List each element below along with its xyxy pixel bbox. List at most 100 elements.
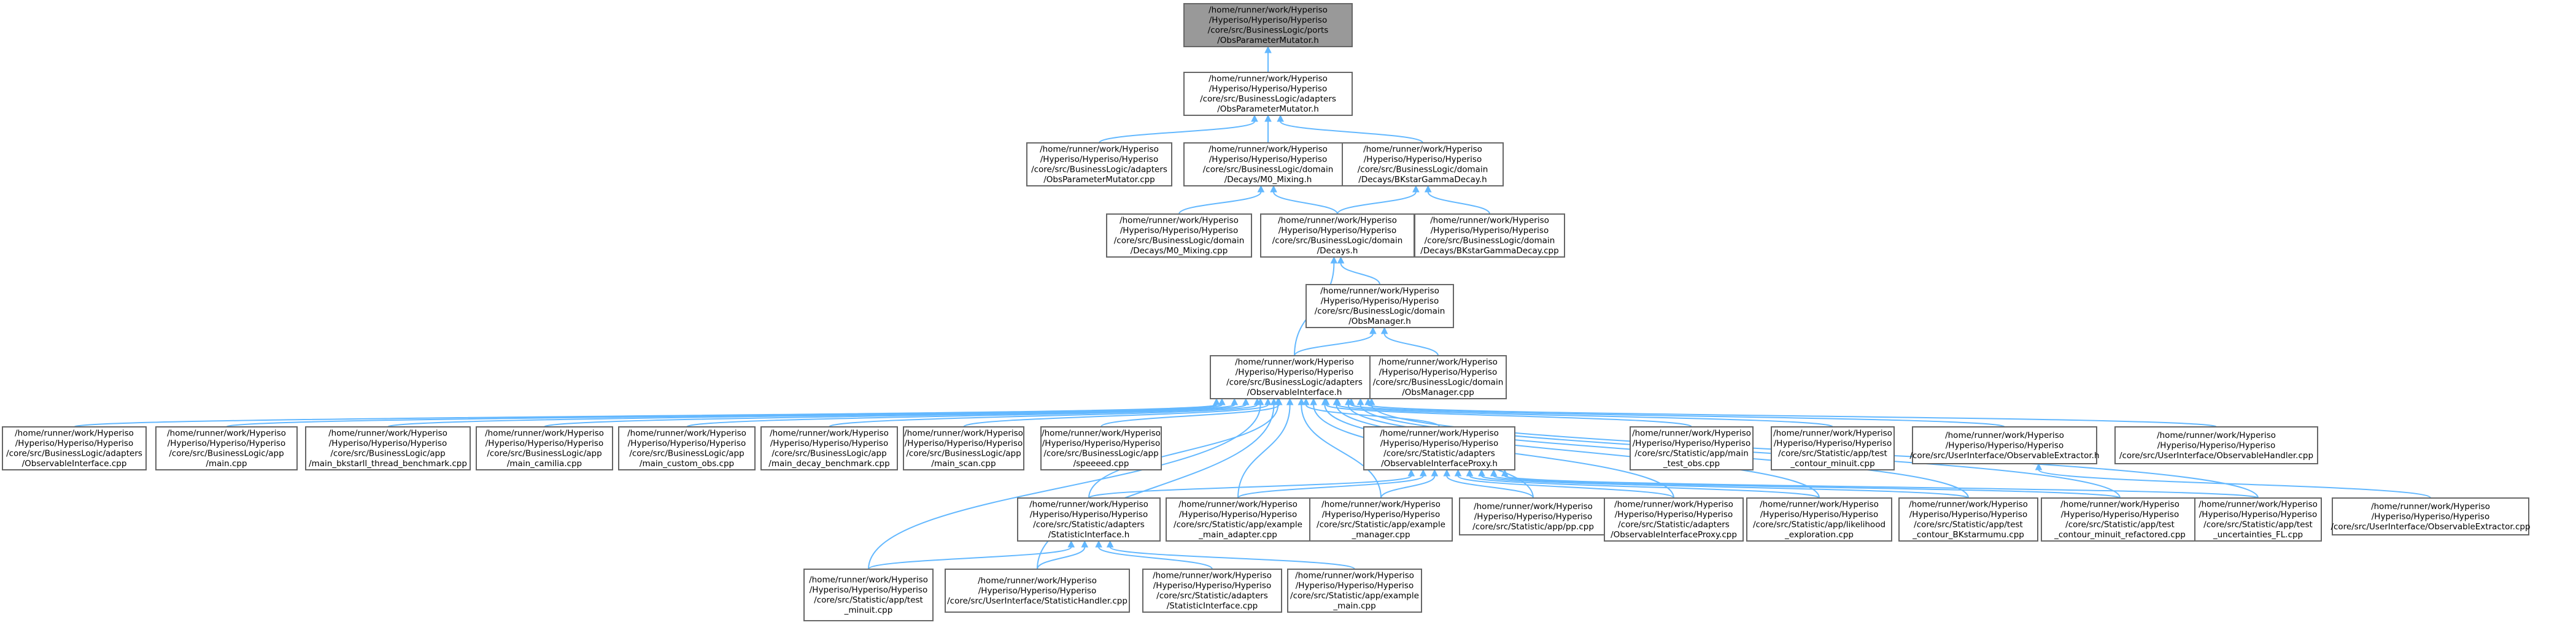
node-label-line: /home/runner/work/Hyperiso xyxy=(1614,500,1733,510)
node-label-line: /speeeed.cpp xyxy=(1073,459,1129,469)
node-label-line: /home/runner/work/Hyperiso xyxy=(1474,502,1593,512)
edge-arrowhead xyxy=(1277,114,1284,122)
file-node[interactable]: /home/runner/work/Hyperiso/Hyperiso/Hype… xyxy=(1210,355,1379,399)
file-node[interactable]: /home/runner/work/Hyperiso/Hyperiso/Hype… xyxy=(1342,142,1504,186)
node-label-line: /home/runner/work/Hyperiso xyxy=(2199,500,2318,510)
file-node[interactable]: /home/runner/work/Hyperiso/Hyperiso/Hype… xyxy=(618,426,756,470)
file-node[interactable]: /home/runner/work/Hyperiso/Hyperiso/Hype… xyxy=(1363,426,1515,470)
node-label-line: /Hyperiso/Hyperiso/Hyperiso xyxy=(1633,439,1750,448)
node-label-line: /ObsParameterMutator.h xyxy=(1217,36,1319,45)
node-label-line: /core/src/Statistic/app/test xyxy=(814,596,923,605)
file-node[interactable]: /home/runner/work/Hyperiso/Hyperiso/Hype… xyxy=(1040,426,1162,470)
file-node[interactable]: /home/runner/work/Hyperiso/Hyperiso/Hype… xyxy=(305,426,471,470)
file-node[interactable]: /home/runner/work/Hyperiso/Hyperiso/Hype… xyxy=(803,569,934,621)
dependency-edge xyxy=(1380,326,1439,356)
node-label-line: /Hyperiso/Hyperiso/Hyperiso xyxy=(1209,84,1327,94)
node-box xyxy=(1210,355,1379,399)
edge-line xyxy=(686,404,1247,428)
node-label-line: /core/src/BusinessLogic/app xyxy=(487,449,601,459)
edge-arrowhead xyxy=(1257,185,1265,193)
file-node[interactable]: /home/runner/work/Hyperiso/Hyperiso/Hype… xyxy=(1771,426,1895,470)
dependency-edge xyxy=(1270,185,1338,215)
file-node[interactable]: /home/runner/work/Hyperiso/Hyperiso/Hype… xyxy=(1106,213,1252,258)
node-label-line: /ObservableInterface.h xyxy=(1247,388,1342,397)
dependency-edge xyxy=(1424,185,1490,215)
file-node[interactable]: /home/runner/work/Hyperiso/Hyperiso/Hype… xyxy=(1026,142,1172,186)
file-node[interactable]: /home/runner/work/Hyperiso/Hyperiso/Hype… xyxy=(903,426,1024,470)
node-label-line: /home/runner/work/Hyperiso xyxy=(167,429,286,439)
file-node[interactable]: /home/runner/work/Hyperiso/Hyperiso/Hype… xyxy=(1183,72,1353,116)
node-box xyxy=(1342,142,1504,186)
file-node[interactable]: /home/runner/work/Hyperiso/Hyperiso/Hype… xyxy=(1183,142,1353,186)
node-label-line: /home/runner/work/Hyperiso xyxy=(1209,6,1328,15)
file-node[interactable]: /home/runner/work/Hyperiso/Hyperiso/Hype… xyxy=(1287,569,1422,613)
node-label-line: _contour_minuit.cpp xyxy=(1790,459,1874,469)
node-label-line: /Hyperiso/Hyperiso/Hyperiso xyxy=(1321,296,1439,306)
node-label-line: /Hyperiso/Hyperiso/Hyperiso xyxy=(1322,510,1440,520)
edge-arrowhead xyxy=(1466,469,1474,477)
dependency-edge xyxy=(1099,114,1258,144)
node-label-line: /Hyperiso/Hyperiso/Hyperiso xyxy=(329,439,447,448)
root-file-node[interactable]: /home/runner/work/Hyperiso/Hyperiso/Hype… xyxy=(1183,3,1353,47)
file-node[interactable]: /home/runner/work/Hyperiso/Hyperiso/Hype… xyxy=(1909,426,2100,464)
file-node[interactable]: /home/runner/work/Hyperiso/Hyperiso/Hype… xyxy=(1142,569,1282,613)
node-box xyxy=(1630,426,1754,470)
node-label-line: /Hyperiso/Hyperiso/Hyperiso xyxy=(978,586,1096,596)
edge-line xyxy=(387,404,1223,428)
node-box xyxy=(1260,213,1415,258)
node-label-line: /home/runner/work/Hyperiso xyxy=(328,429,447,439)
file-node[interactable]: /home/runner/work/Hyperiso/Hyperiso/Hype… xyxy=(1260,213,1415,258)
node-box xyxy=(1142,569,1282,613)
edge-line xyxy=(1427,191,1490,215)
node-label-line: /home/runner/work/Hyperiso xyxy=(1632,429,1751,439)
file-node[interactable]: /home/runner/work/Hyperiso/Hyperiso/Hype… xyxy=(1369,355,1507,399)
edge-line xyxy=(1340,263,1380,285)
node-label-line: /home/runner/work/Hyperiso xyxy=(1120,216,1239,226)
node-label-line: /home/runner/work/Hyperiso xyxy=(1295,571,1414,581)
node-label-line: /Hyperiso/Hyperiso/Hyperiso xyxy=(1120,226,1238,236)
edge-line xyxy=(1457,475,1674,499)
node-label-line: /home/runner/work/Hyperiso xyxy=(1430,216,1549,226)
edge-arrowhead xyxy=(1419,469,1427,477)
file-node[interactable]: /home/runner/work/Hyperiso/Hyperiso/Hype… xyxy=(2114,426,2318,464)
file-node[interactable]: /home/runner/work/Hyperiso/Hyperiso/Hype… xyxy=(2041,497,2199,542)
dependency-edge xyxy=(1106,540,1355,570)
node-box xyxy=(1898,497,2038,542)
file-node[interactable]: /home/runner/work/Hyperiso/Hyperiso/Hype… xyxy=(1309,497,1453,542)
file-node[interactable]: /home/runner/work/Hyperiso/Hyperiso/Hype… xyxy=(760,426,898,470)
file-node[interactable]: /home/runner/work/Hyperiso/Hyperiso/Hype… xyxy=(1459,497,1607,535)
edge-line xyxy=(1294,333,1374,356)
file-node[interactable]: /home/runner/work/Hyperiso/Hyperiso/Hype… xyxy=(1630,426,1754,470)
node-label-line: /core/src/Statistic/app/example xyxy=(1290,591,1419,601)
node-label-line: /home/runner/work/Hyperiso xyxy=(1379,358,1498,367)
file-node[interactable]: /home/runner/work/Hyperiso/Hyperiso/Hype… xyxy=(2330,497,2531,535)
edge-line xyxy=(544,404,1236,428)
file-node[interactable]: /home/runner/work/Hyperiso/Hyperiso/Hype… xyxy=(1166,497,1310,542)
dependency-edge xyxy=(1443,469,1534,499)
file-node[interactable]: /home/runner/work/Hyperiso/Hyperiso/Hype… xyxy=(2194,497,2322,542)
node-label-line: /main_bkstarll_thread_benchmark.cpp xyxy=(309,459,467,469)
file-node[interactable]: /home/runner/work/Hyperiso/Hyperiso/Hype… xyxy=(1305,284,1454,328)
dependency-edge xyxy=(1466,469,1820,499)
file-node[interactable]: /home/runner/work/Hyperiso/Hyperiso/Hype… xyxy=(1414,213,1565,258)
file-node[interactable]: /home/runner/work/Hyperiso/Hyperiso/Hype… xyxy=(476,426,613,470)
file-node[interactable]: /home/runner/work/Hyperiso/Hyperiso/Hype… xyxy=(1746,497,1892,542)
edge-arrowhead xyxy=(1264,45,1272,53)
node-label-line: /core/src/BusinessLogic/app xyxy=(1043,449,1158,459)
file-node[interactable]: /home/runner/work/Hyperiso/Hyperiso/Hype… xyxy=(2,426,147,470)
file-node[interactable]: /home/runner/work/Hyperiso/Hyperiso/Hype… xyxy=(1604,497,1744,542)
file-node[interactable]: /home/runner/work/Hyperiso/Hyperiso/Hype… xyxy=(155,426,298,470)
edge-arrowhead xyxy=(1270,185,1277,193)
edge-arrowhead xyxy=(1367,397,1375,405)
file-node[interactable]: /home/runner/work/Hyperiso/Hyperiso/Hype… xyxy=(1898,497,2038,542)
edge-line xyxy=(1178,191,1262,215)
node-label-line: /core/src/Statistic/app/test xyxy=(1914,520,2023,530)
file-node[interactable]: /home/runner/work/Hyperiso/Hyperiso/Hype… xyxy=(945,569,1130,613)
node-box xyxy=(1183,142,1353,186)
node-label-line: /home/runner/work/Hyperiso xyxy=(770,429,889,439)
node-box xyxy=(1369,355,1507,399)
node-label-line: /core/src/Statistic/adapters xyxy=(1033,520,1145,530)
edge-line xyxy=(1100,404,1280,428)
file-node[interactable]: /home/runner/work/Hyperiso/Hyperiso/Hype… xyxy=(1017,497,1161,542)
edge-arrowhead xyxy=(1213,397,1220,405)
